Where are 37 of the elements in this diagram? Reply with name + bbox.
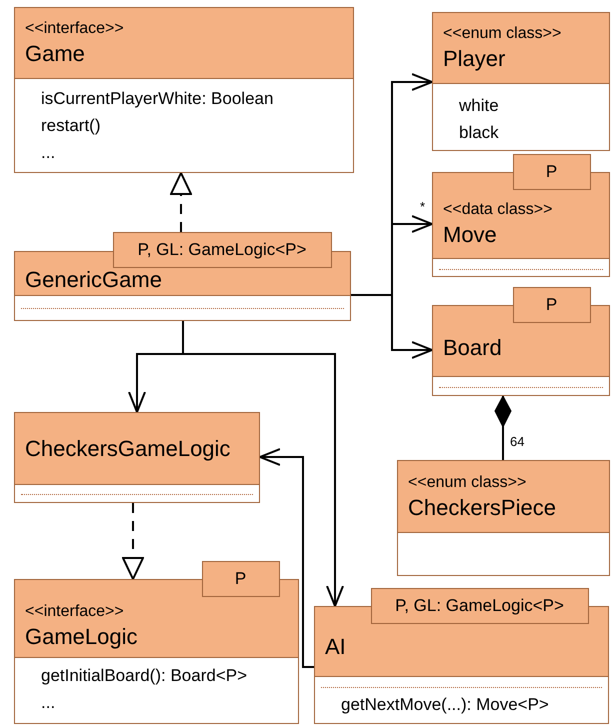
class-box bbox=[397, 460, 610, 576]
class-member: white bbox=[459, 95, 500, 117]
class-name: CheckersGameLogic bbox=[25, 434, 230, 462]
class-name: GenericGame bbox=[25, 266, 162, 294]
class-member: getInitialBoard(): Board<P> bbox=[41, 665, 248, 687]
stereotype-label: <<interface>> bbox=[25, 19, 124, 39]
class-name: Player bbox=[443, 45, 506, 73]
template-parameter: P bbox=[512, 154, 590, 190]
template-parameter: P bbox=[512, 286, 590, 322]
class-name: GameLogic bbox=[25, 622, 138, 650]
class-member: isCurrentPlayerWhite: Boolean bbox=[41, 88, 274, 110]
stereotype-label: <<enum class>> bbox=[443, 24, 562, 44]
stereotype-label: <<enum class>> bbox=[408, 472, 526, 492]
realization-arrow bbox=[170, 172, 192, 232]
template-parameter: P, GL: GameLogic<P> bbox=[112, 232, 332, 268]
class-box bbox=[14, 412, 260, 503]
class-name: CheckersPiece bbox=[408, 494, 556, 522]
template-parameter: P, GL: GameLogic<P> bbox=[370, 588, 588, 624]
stereotype-label: <<data class>> bbox=[443, 200, 552, 220]
association-arrow bbox=[259, 448, 314, 668]
class-name: Move bbox=[443, 220, 497, 248]
class-box bbox=[14, 7, 354, 173]
stereotype-label: <<interface>> bbox=[25, 602, 124, 622]
composition-line bbox=[494, 396, 512, 460]
association-arrow bbox=[351, 294, 433, 359]
class-member: ... bbox=[41, 142, 56, 164]
class-name: Board bbox=[443, 334, 502, 362]
class-member: getNextMove(...): Move<P> bbox=[341, 694, 550, 716]
class-member: black bbox=[459, 122, 500, 144]
class-box bbox=[432, 12, 610, 151]
template-parameter: P bbox=[202, 560, 280, 596]
realization-arrow bbox=[122, 503, 144, 580]
edge-label: 64 bbox=[509, 434, 526, 449]
class-name: AI bbox=[325, 632, 346, 660]
class-member: restart() bbox=[41, 115, 102, 137]
class-name: Game bbox=[25, 40, 85, 68]
class-member: ... bbox=[41, 692, 56, 714]
